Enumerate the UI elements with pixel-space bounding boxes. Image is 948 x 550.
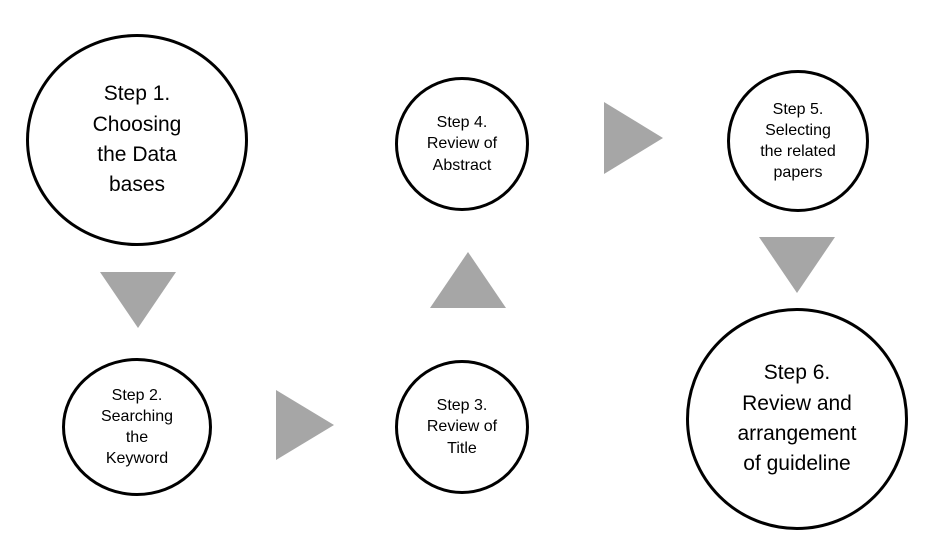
step-2-label: Step 2. Searching the Keyword	[100, 386, 174, 468]
step-3-label: Step 3. Review of Title	[426, 397, 498, 457]
step-1-label: Step 1. Choosing the Data bases	[92, 82, 182, 197]
step-6-label: Step 6. Review and arrangement of guidel…	[737, 361, 857, 476]
step-5-label: Step 5. Selecting the related papers	[760, 100, 836, 182]
step-1-node: Step 1. Choosing the Data bases	[26, 34, 248, 246]
arrow-step1-to-step2	[100, 272, 176, 328]
step-6-node: Step 6. Review and arrangement of guidel…	[686, 308, 908, 530]
step-4-node: Step 4. Review of Abstract	[395, 77, 529, 211]
step-2-node: Step 2. Searching the Keyword	[62, 358, 212, 496]
arrow-step2-to-step3	[276, 390, 334, 460]
arrow-step3-to-step4	[430, 252, 506, 308]
step-4-label: Step 4. Review of Abstract	[426, 114, 498, 174]
step-5-node: Step 5. Selecting the related papers	[727, 70, 869, 212]
arrow-step4-to-step5	[604, 102, 663, 174]
arrow-step5-to-step6	[759, 237, 835, 293]
step-3-node: Step 3. Review of Title	[395, 360, 529, 494]
